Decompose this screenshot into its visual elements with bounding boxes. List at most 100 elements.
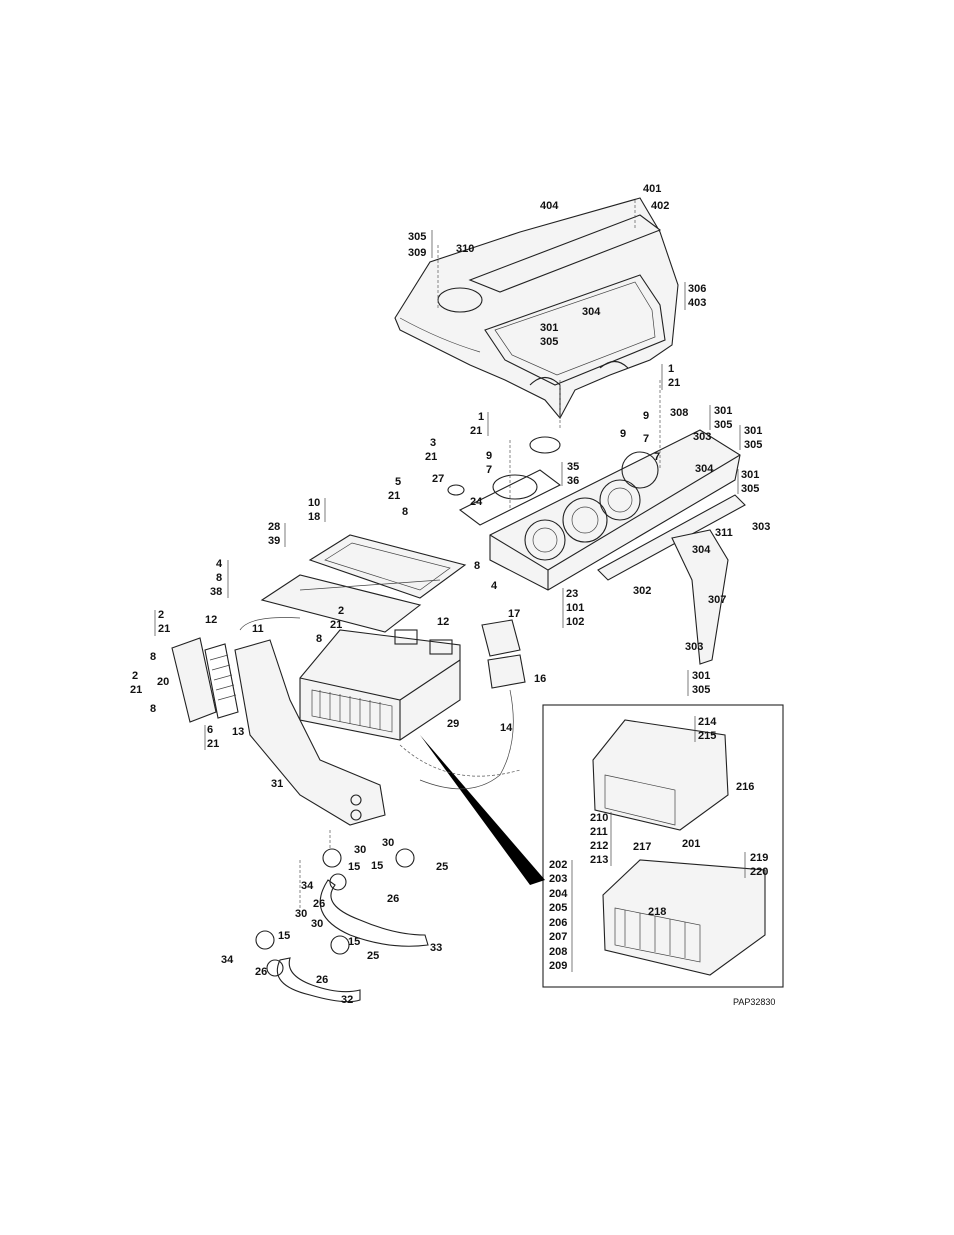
callout: 204 (549, 888, 568, 900)
callout: 9 (620, 428, 626, 440)
control-module-assembly (481, 619, 526, 689)
callout: 3 (430, 437, 436, 449)
callout: 20 (157, 676, 169, 688)
callout: 2 (338, 605, 344, 617)
callout: 33 (430, 942, 442, 954)
inset-pointer (420, 735, 545, 885)
callout: 13 (232, 726, 244, 738)
callout: 404 (540, 200, 559, 212)
callout: 15 (371, 860, 383, 872)
callout: 30 (354, 844, 366, 856)
callout: 39 (268, 535, 280, 547)
callout: 203 (549, 873, 567, 885)
callout: 21 (470, 425, 482, 437)
callout: 301 (540, 322, 558, 334)
callout: 213 (590, 854, 608, 866)
callout: 206 (549, 917, 567, 929)
callout: 218 (648, 906, 666, 918)
blower-deck-assembly (447, 429, 741, 591)
callout: 2 (158, 609, 164, 621)
callout: 305 (692, 684, 710, 696)
callout: 21 (207, 738, 219, 750)
callout: 211 (590, 826, 608, 838)
callout: 18 (308, 511, 320, 523)
callout: 207 (549, 931, 567, 943)
callout: 302 (633, 585, 651, 597)
callout: 202 (549, 859, 567, 871)
callout: 14 (500, 722, 513, 734)
callout: 8 (402, 506, 408, 518)
callout: 8 (474, 560, 480, 572)
callout: 9 (486, 450, 492, 462)
callout: 21 (425, 451, 437, 463)
callout: 7 (654, 451, 660, 463)
callout: 35 (567, 461, 579, 473)
callout: 212 (590, 840, 608, 852)
callout: 25 (436, 861, 448, 873)
heater-box-assembly (299, 629, 461, 741)
callout: 217 (633, 841, 651, 853)
callout: 305 (744, 439, 762, 451)
callout: 310 (456, 243, 474, 255)
callout-brackets (154, 230, 746, 972)
callout: 220 (750, 866, 768, 878)
callout: 29 (447, 718, 459, 730)
callout: 208 (549, 946, 567, 958)
callout: 402 (651, 200, 669, 212)
callout: 403 (688, 297, 706, 309)
callout: 7 (643, 433, 649, 445)
callout: 307 (708, 594, 726, 606)
callout: 215 (698, 730, 716, 742)
callout: 24 (470, 496, 483, 508)
callout: 305 (741, 483, 759, 495)
callout: 26 (255, 966, 267, 978)
callout: 15 (348, 936, 360, 948)
mount-rail-assembly (597, 494, 746, 665)
callout: 101 (566, 602, 584, 614)
detail-inset (542, 704, 784, 988)
callout: 30 (382, 837, 394, 849)
hose-assembly (255, 848, 429, 1003)
callout: 21 (158, 623, 170, 635)
callout: 30 (311, 918, 323, 930)
callout: 25 (367, 950, 379, 962)
callout: 305 (408, 231, 426, 243)
top-cover-assembly (394, 197, 679, 419)
callout: 26 (313, 898, 325, 910)
callout: 26 (316, 974, 328, 986)
callout: 31 (271, 778, 283, 790)
callout: 11 (252, 623, 264, 635)
callout: 15 (278, 930, 290, 942)
callout: 30 (295, 908, 307, 920)
callout: 21 (668, 377, 680, 389)
callout: 28 (268, 521, 280, 533)
callout: 21 (388, 490, 400, 502)
callout: 301 (744, 425, 762, 437)
figure-id: PAP32830 (733, 997, 775, 1007)
callout: 209 (549, 960, 567, 972)
callout: 304 (695, 463, 714, 475)
callout: 38 (210, 586, 222, 598)
callout: 9 (643, 410, 649, 422)
callout: 26 (387, 893, 399, 905)
callout: 27 (432, 473, 444, 485)
callout-labels: 401 402 404 305 309 310 306 403 304 301 … (130, 183, 775, 1007)
callout: 301 (714, 405, 732, 417)
callout: 308 (670, 407, 688, 419)
callout: 17 (508, 608, 520, 620)
callout: 36 (567, 475, 579, 487)
callout: 34 (301, 880, 314, 892)
callout: 21 (130, 684, 142, 696)
callout: 2 (132, 670, 138, 682)
callout: 6 (207, 724, 213, 736)
callout: 102 (566, 616, 584, 628)
callout: 16 (534, 673, 546, 685)
callout: 1 (478, 411, 484, 423)
callout: 8 (216, 572, 222, 584)
callout: 219 (750, 852, 768, 864)
callout: 23 (566, 588, 578, 600)
callout: 201 (682, 838, 700, 850)
callout: 306 (688, 283, 706, 295)
callout: 210 (590, 812, 608, 824)
